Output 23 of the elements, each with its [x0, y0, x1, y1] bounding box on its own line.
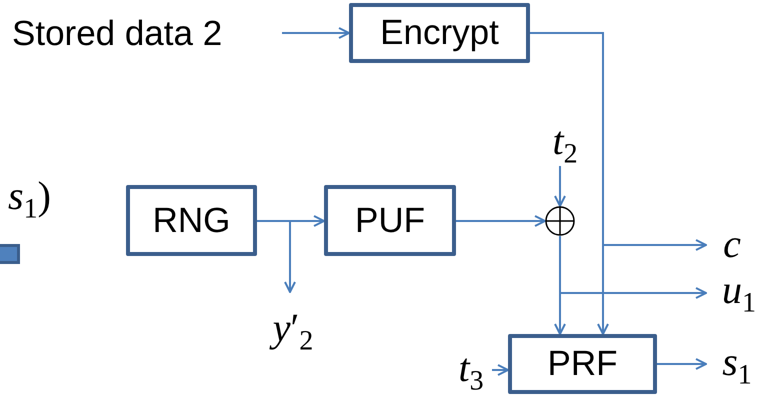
- process-box: [508, 334, 657, 394]
- signal-symbol: c: [723, 220, 741, 266]
- arrow: [657, 358, 707, 370]
- signal-symbol: t$_{3}$: [458, 344, 484, 398]
- signal-symbol: t$_{2}$: [552, 117, 578, 171]
- box-label: PRF: [548, 344, 618, 384]
- arrow: [492, 364, 509, 376]
- arrow: [456, 215, 546, 227]
- input-label: Stored data 2: [12, 14, 222, 54]
- signal-symbol: u$_{1}$: [722, 266, 756, 320]
- arrow: [257, 220, 296, 293]
- signal-symbol: s$_{1}$: [722, 338, 752, 392]
- arrow: [282, 27, 350, 39]
- signal-symbol: s$_{1}$): [8, 172, 51, 226]
- arrow: [554, 166, 566, 207]
- process-box: [126, 185, 257, 256]
- arrow: [530, 32, 609, 335]
- box-label: Encrypt: [380, 13, 499, 53]
- box-label: RNG: [152, 200, 230, 240]
- filled-box: [0, 244, 20, 264]
- process-box: [349, 3, 530, 63]
- process-box: [324, 185, 456, 256]
- box-label: PUF: [355, 200, 425, 240]
